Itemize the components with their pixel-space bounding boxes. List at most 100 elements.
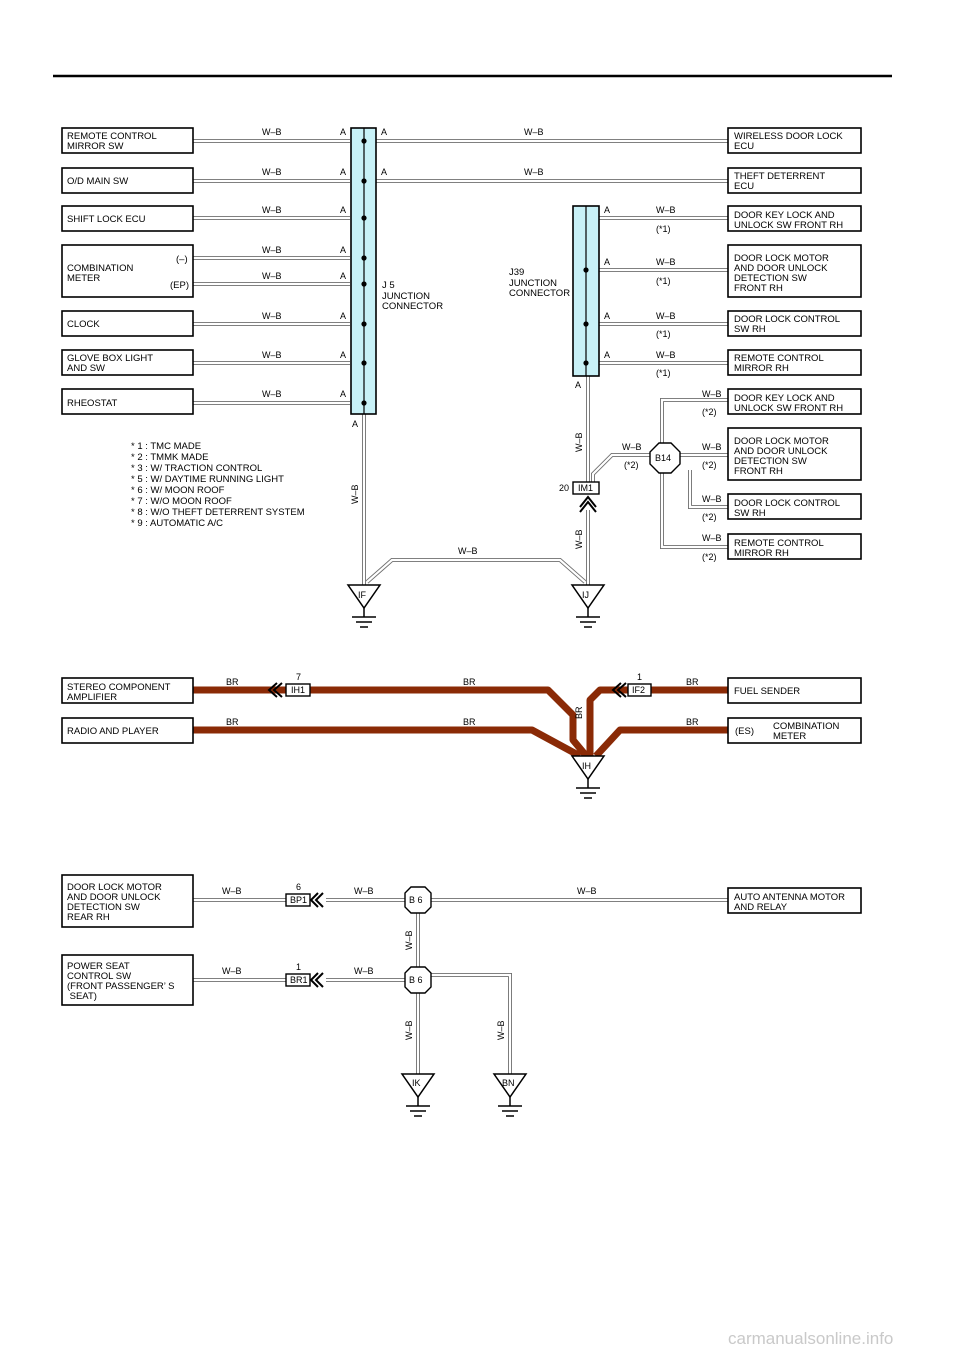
svg-text:W–B: W–B: [262, 350, 282, 360]
combination-pin-ep: (EP): [170, 280, 189, 291]
svg-text:W–B: W–B: [350, 484, 360, 504]
svg-text:BP1: BP1: [290, 895, 307, 905]
svg-text:BR: BR: [686, 677, 699, 687]
svg-text:W–B: W–B: [577, 886, 597, 896]
b6-connector-bottom: B 6: [404, 966, 432, 994]
svg-text:W–B: W–B: [574, 529, 584, 549]
svg-text:A: A: [340, 167, 346, 177]
svg-text:W–B: W–B: [404, 930, 414, 950]
svg-text:A: A: [340, 127, 346, 137]
svg-text:BN: BN: [502, 1078, 515, 1088]
svg-text:RADIO AND PLAYER: RADIO AND PLAYER: [67, 726, 159, 737]
combination-pin-minus: (–): [176, 254, 188, 265]
svg-text:BR: BR: [574, 706, 584, 719]
svg-text:A: A: [340, 389, 346, 399]
svg-text:(ES): (ES): [735, 726, 754, 737]
ground-bn: BN: [492, 1073, 528, 1117]
svg-text:W–B: W–B: [702, 442, 722, 452]
svg-text:W–B: W–B: [656, 205, 676, 215]
svg-text:(*2): (*2): [702, 460, 717, 470]
radio-and-player: RADIO AND PLAYER: [61, 717, 194, 744]
variant-notes: (*1) (*1) (*1) (*1) (*2) (*2) (*2) (*2) …: [624, 224, 717, 562]
svg-text:W–B: W–B: [262, 127, 282, 137]
svg-text:W–B: W–B: [702, 494, 722, 504]
b14-wires: [591, 398, 728, 549]
svg-text:FUEL SENDER: FUEL SENDER: [734, 686, 800, 697]
svg-text:A: A: [604, 257, 610, 267]
j5-right-wires: [376, 139, 728, 183]
svg-text:W–B: W–B: [524, 167, 544, 177]
fuel-sender: FUEL SENDER: [727, 677, 862, 704]
svg-text:W–B: W–B: [262, 205, 282, 215]
svg-text:W–B: W–B: [496, 1020, 506, 1040]
svg-text:1: 1: [296, 962, 301, 972]
svg-text:BR1: BR1: [290, 975, 308, 985]
svg-text:W–B: W–B: [404, 1020, 414, 1040]
svg-text:W–B: W–B: [222, 966, 242, 976]
svg-text:W–B: W–B: [458, 546, 478, 556]
svg-text:W–B: W–B: [702, 389, 722, 399]
shift-lock-ecu-label: SHIFT LOCK ECU: [67, 214, 146, 225]
footnotes: * 1 : TMC MADE * 2 : TMMK MADE * 3 : W/ …: [131, 441, 307, 529]
svg-text:B 6: B 6: [409, 975, 423, 985]
ih1-connector: IH1 7: [267, 672, 311, 698]
svg-text:(*2): (*2): [702, 512, 717, 522]
svg-text:(*2): (*2): [624, 460, 639, 470]
svg-text:IH: IH: [582, 761, 591, 771]
svg-text:W–B: W–B: [222, 886, 242, 896]
j39-right-wires: [599, 216, 728, 365]
wb-wire-labels-s3: W–B W–B W–B W–B W–B W–B W–B W–B: [222, 886, 597, 1040]
ground-ik: IK: [400, 1073, 436, 1117]
svg-text:BR: BR: [226, 717, 239, 727]
ground-if: IF: [346, 584, 382, 628]
svg-text:BR: BR: [686, 717, 699, 727]
svg-text:W–B: W–B: [574, 432, 584, 452]
svg-text:A: A: [340, 311, 346, 321]
svg-text:A: A: [381, 127, 387, 137]
svg-text:A: A: [340, 350, 346, 360]
svg-text:A: A: [381, 167, 387, 177]
j5-left-wires: [193, 139, 350, 405]
ground-ih: IH: [570, 755, 606, 799]
svg-text:A: A: [340, 245, 346, 255]
j5-junction-dots: [361, 138, 367, 406]
if2-connector: IF2 1: [611, 672, 652, 698]
watermark: carmanualsonline.info: [728, 1329, 893, 1348]
svg-text:W–B: W–B: [262, 311, 282, 321]
svg-text:W–B: W–B: [622, 442, 642, 452]
svg-text:W–B: W–B: [262, 271, 282, 281]
svg-text:IF2: IF2: [632, 685, 645, 695]
svg-text:B14: B14: [655, 453, 671, 463]
svg-text:(*1): (*1): [656, 329, 671, 339]
svg-text:(*2): (*2): [702, 407, 717, 417]
svg-text:(*1): (*1): [656, 368, 671, 378]
svg-text:A: A: [604, 350, 610, 360]
svg-text:IH1: IH1: [291, 685, 305, 695]
svg-text:W–B: W–B: [262, 167, 282, 177]
rheostat-label: RHEOSTAT: [67, 398, 118, 409]
ground-ij: IJ: [570, 584, 606, 628]
svg-text:(*1): (*1): [656, 276, 671, 286]
svg-text:A: A: [340, 271, 346, 281]
svg-text:W–B: W–B: [524, 127, 544, 137]
